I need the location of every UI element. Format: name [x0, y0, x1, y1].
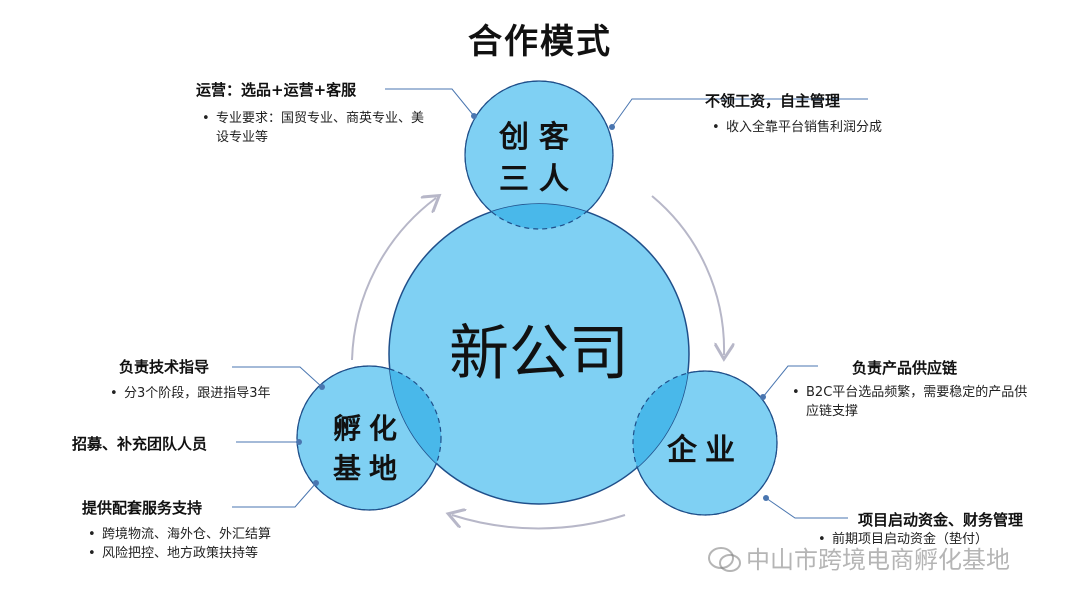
callout-tech-item: 分3个阶段，跟进指导3年: [110, 384, 328, 403]
callout-capital-item: 前期项目启动资金（垫付）: [818, 530, 1046, 549]
callout-recruit-head: 招募、补充团队人员: [72, 435, 208, 453]
callout-tech-head: 负责技术指导: [119, 358, 210, 376]
connector-service: [232, 482, 317, 508]
callout-ops-body: 专业要求：国贸专业、商英专业、美设专业等: [200, 109, 430, 147]
node-center-label: 新公司: [449, 319, 629, 389]
circle-top-dashed: [464, 80, 614, 230]
node-left-label-line1: 孵化: [332, 412, 405, 445]
connector-supply: [762, 365, 818, 398]
arrow-bottom: [452, 515, 626, 530]
connector-tech: [232, 366, 323, 388]
callout-salary-item: 收入全靠平台销售利润分成: [712, 118, 970, 137]
watermark-text: 中山市跨境电商孵化基地: [746, 546, 1010, 574]
circle-left-dashed: [296, 365, 442, 511]
callout-service-item-2: 风险把控、地方政策扶持等: [88, 544, 316, 563]
node-right-label: 企业: [667, 433, 743, 468]
callout-capital-head: 项目启动资金、财务管理: [858, 511, 1024, 529]
callout-supply-head: 负责产品供应链: [852, 359, 958, 377]
callout-salary-body: 收入全靠平台销售利润分成: [710, 118, 970, 137]
callout-service-item-1: 跨境物流、海外仓、外汇结算: [88, 525, 316, 544]
connector-capital: [765, 497, 848, 519]
callout-ops-head: 运营：选品+运营+客服: [196, 81, 357, 99]
node-left-label-line2: 基地: [332, 452, 405, 485]
callout-service-body: 跨境物流、海外仓、外汇结算 风险把控、地方政策扶持等: [86, 525, 316, 563]
callout-supply-body: B2C平台选品频繁，需要稳定的产品供应链支撑: [790, 383, 1040, 421]
arrow-left-top: [351, 198, 436, 361]
node-top-label-line1: 创客: [499, 120, 579, 155]
callout-ops-item: 专业要求：国贸专业、商英专业、美设专业等: [202, 109, 430, 147]
wechat-icon: [708, 547, 741, 572]
callout-supply-item: B2C平台选品频繁，需要稳定的产品供应链支撑: [792, 383, 1040, 421]
callout-tech-body: 分3个阶段，跟进指导3年: [108, 384, 328, 403]
node-top-label-line2: 三人: [499, 162, 579, 197]
circle-right-dashed: [632, 370, 778, 516]
connector-ops: [385, 88, 475, 117]
page-title: 合作模式: [468, 22, 612, 62]
callout-capital-body: 前期项目启动资金（垫付）: [816, 530, 1046, 549]
connector-salary: [611, 98, 868, 128]
callout-salary-head: 不领工资，自主管理: [705, 92, 841, 110]
connectors: [232, 88, 868, 519]
callout-service-head: 提供配套服务支持: [82, 499, 203, 517]
arrow-top-right: [651, 195, 724, 355]
